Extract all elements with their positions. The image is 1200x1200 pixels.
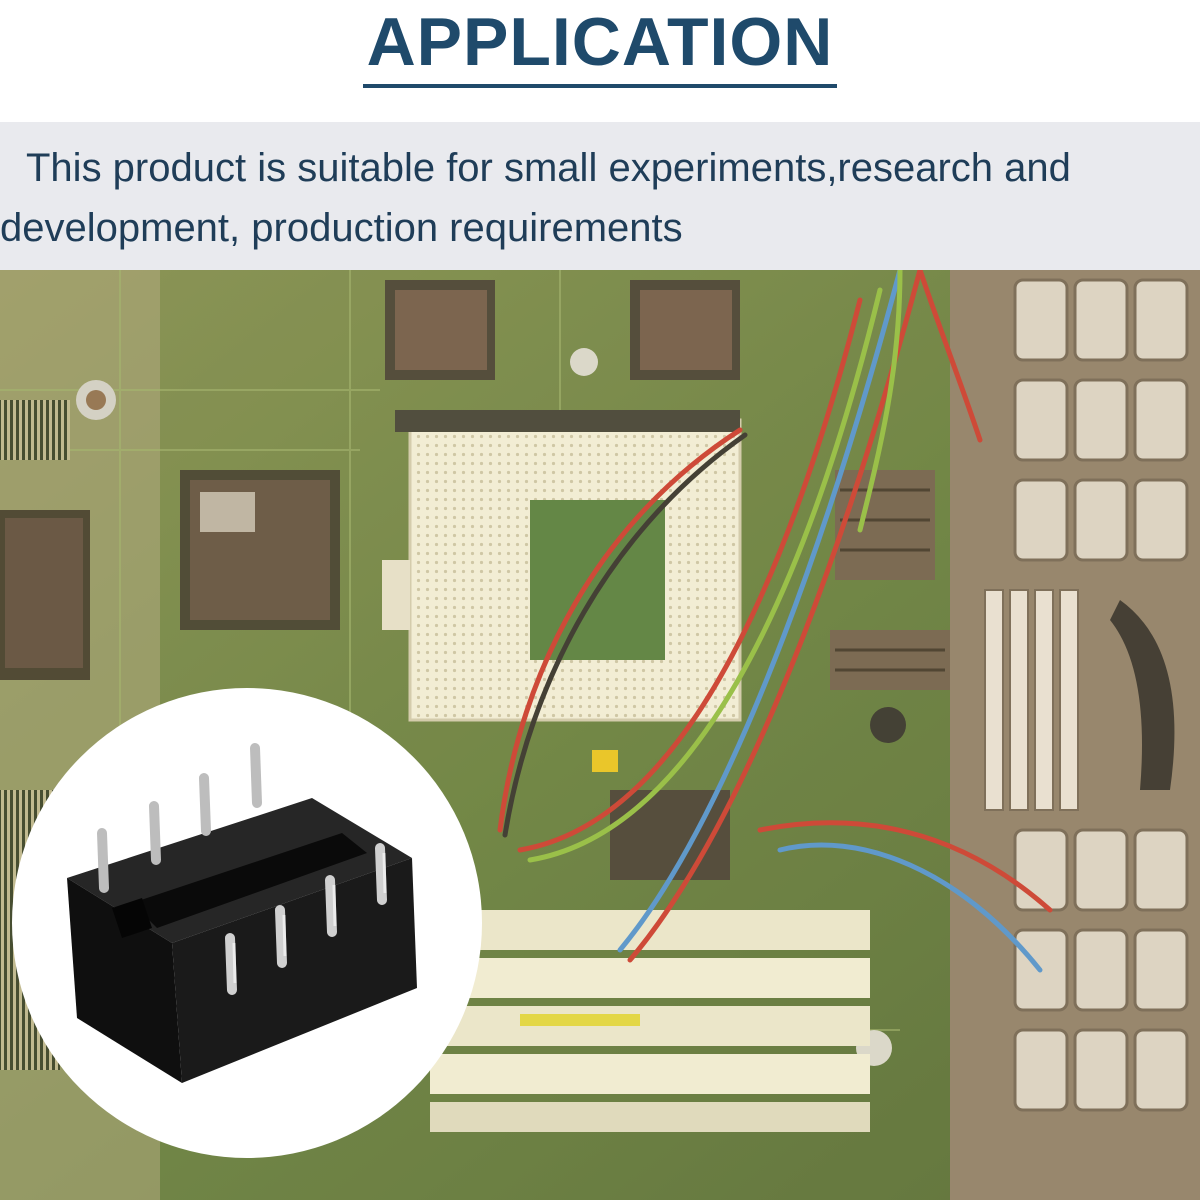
ic-socket-inset bbox=[12, 688, 482, 1158]
page-title: APPLICATION bbox=[362, 6, 838, 88]
title-container: APPLICATION bbox=[0, 0, 1200, 120]
motherboard-photo bbox=[0, 270, 1200, 1200]
description-band bbox=[0, 122, 1200, 270]
description-text: This product is suitable for small exper… bbox=[0, 146, 1071, 250]
